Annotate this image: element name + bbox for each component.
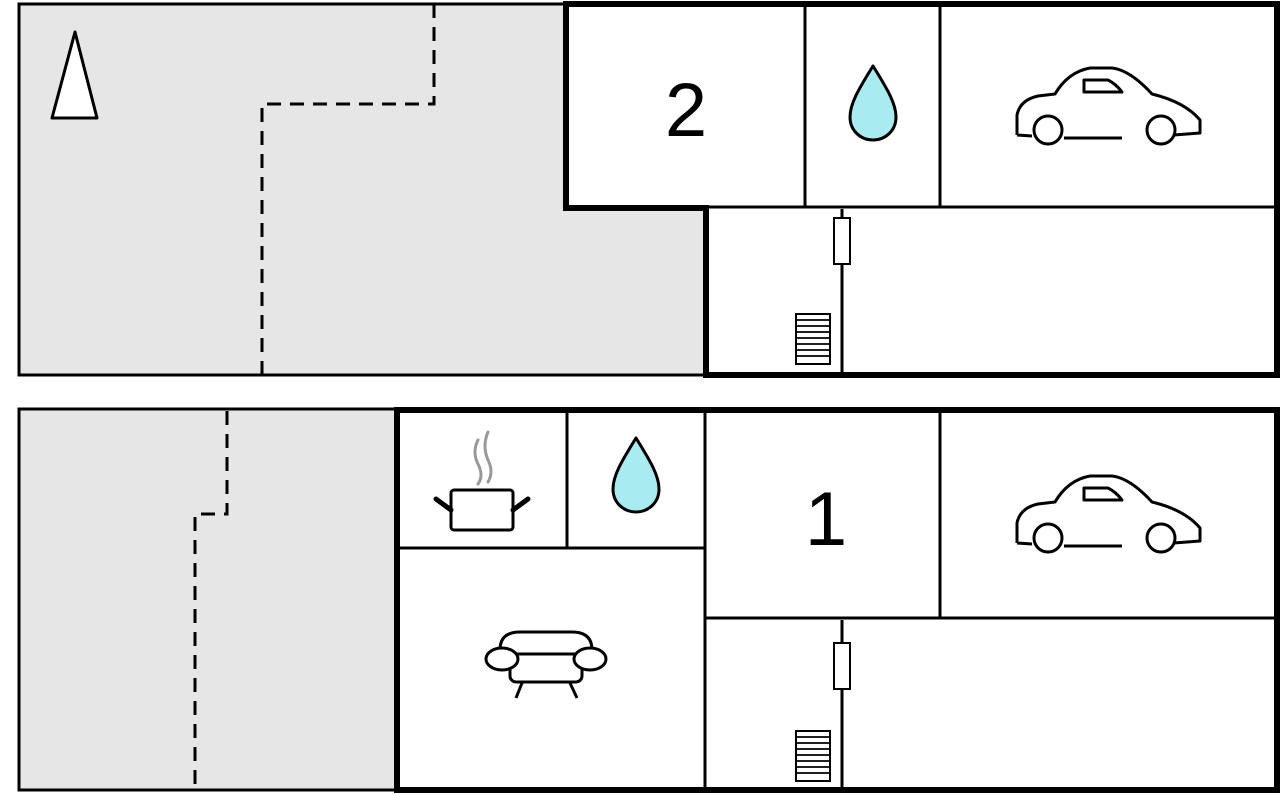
stairs-icon xyxy=(795,313,831,365)
upper-building xyxy=(563,1,1280,378)
ground-building xyxy=(394,407,1280,793)
ground-outdoor-area xyxy=(17,407,399,792)
north-arrow-icon xyxy=(50,30,99,120)
stairs-icon xyxy=(795,730,831,782)
upper-boundary-dashed xyxy=(260,4,436,375)
upper-room-number: 2 xyxy=(665,68,707,153)
ground-floor: 1 xyxy=(17,407,1280,793)
ground-boundary-dashed xyxy=(193,411,229,790)
door-icon xyxy=(833,217,851,265)
cooking-pot-icon xyxy=(433,430,531,532)
upper-floor: 2 xyxy=(17,1,1280,378)
ground-room-number: 1 xyxy=(805,477,847,562)
door-icon xyxy=(833,642,851,690)
sofa-icon xyxy=(484,630,608,699)
